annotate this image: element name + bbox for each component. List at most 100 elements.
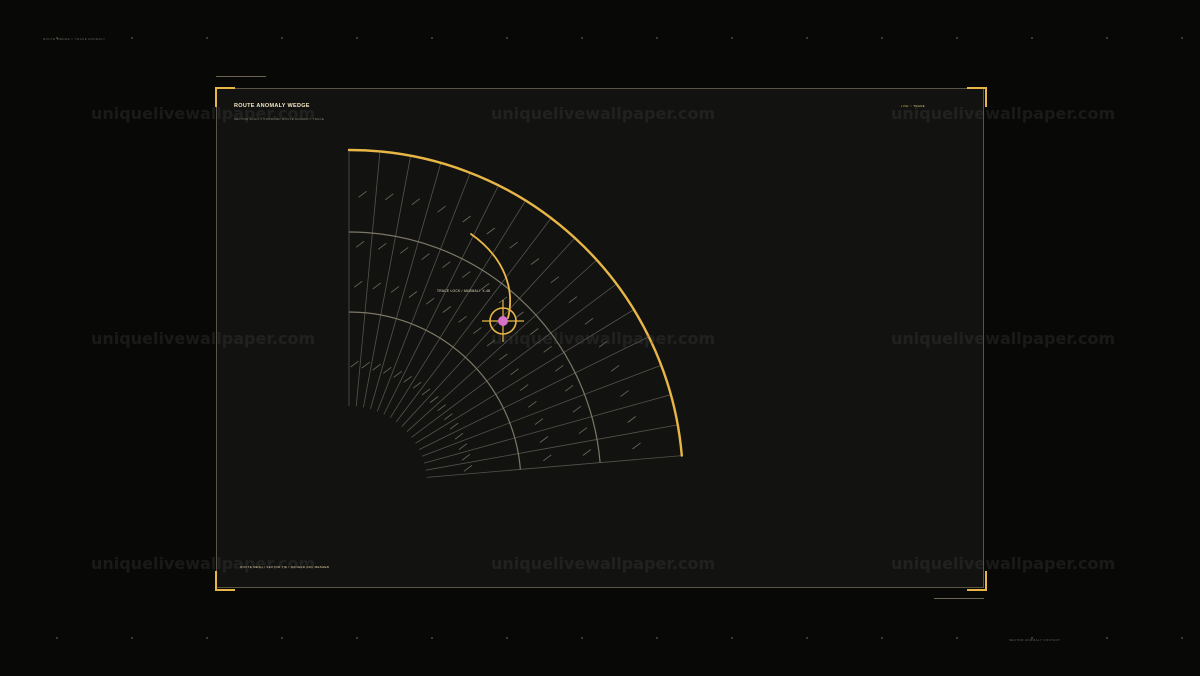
wedge-dash — [462, 215, 471, 223]
grid-dot — [1106, 37, 1108, 39]
wedge-dash — [458, 315, 467, 323]
bottom-right-label: SECTOR ANOMALY CONTACT — [1009, 638, 1061, 642]
wedge-spoke — [418, 336, 649, 450]
wedge-dash — [473, 327, 482, 334]
wedge-dash — [411, 198, 420, 206]
watermark-9: uniquelivewallpaper.com — [891, 554, 1116, 573]
wedge-dash — [449, 422, 459, 430]
watermark-4: uniquelivewallpaper.com — [91, 329, 316, 348]
anomaly-core-dot — [498, 316, 508, 326]
target-reticle[interactable] — [482, 300, 524, 342]
wedge-spokes — [348, 150, 682, 478]
wedge-dash-marks — [350, 190, 641, 472]
panel-frame — [216, 88, 984, 588]
wedge-dash — [498, 296, 508, 304]
panel-title: ROUTE ANOMALY WEDGE — [234, 103, 310, 109]
grid-dot — [806, 37, 808, 39]
grid-dot — [506, 637, 508, 639]
grid-dot — [581, 37, 583, 39]
wedge-spoke — [421, 364, 662, 457]
watermark-3: uniquelivewallpaper.com — [891, 104, 1116, 123]
wedge-spoke — [395, 217, 552, 423]
grid-dot — [281, 37, 283, 39]
top-accent-line — [216, 76, 266, 77]
wedge-dash — [509, 241, 518, 249]
wedge-dash — [515, 311, 524, 319]
wedge-dash — [358, 190, 367, 198]
grid-dot — [581, 637, 583, 639]
grid-dot — [131, 37, 133, 39]
wedge-dash — [632, 442, 641, 450]
wedge-dash — [555, 364, 564, 372]
corner-bracket-top-left — [215, 87, 235, 107]
watermark-5: uniquelivewallpaper.com — [491, 329, 716, 348]
wedge-dash — [568, 296, 578, 304]
grid-dot — [1106, 637, 1108, 639]
corner-bracket-top-right — [967, 87, 987, 107]
wedge-dash — [486, 339, 496, 347]
wedge-dash — [372, 363, 381, 371]
grid-dot — [731, 637, 733, 639]
wedge-spoke — [383, 185, 499, 415]
wedge-spoke — [426, 455, 682, 478]
grid-dot — [1181, 637, 1183, 639]
wedge-dash — [486, 227, 496, 235]
wedge-dash — [408, 291, 418, 298]
wedge-rings — [348, 231, 601, 470]
wedge-spoke — [355, 151, 381, 407]
wedge-dash — [421, 253, 430, 260]
wedge-dash — [572, 405, 582, 413]
wedge-dash — [582, 449, 592, 456]
watermark-2: uniquelivewallpaper.com — [491, 104, 716, 123]
grid-dot — [356, 637, 358, 639]
wedge-dash — [598, 340, 608, 348]
corner-bracket-bottom-right — [967, 571, 987, 591]
wedge-dash — [385, 193, 394, 201]
wedge-dash — [543, 345, 552, 353]
wedge-dash — [421, 388, 431, 396]
wedge-dash — [444, 413, 453, 421]
grid-dot — [881, 637, 883, 639]
top-left-label: ROUTE WEDGE // TRACE ANOMALY — [43, 37, 106, 41]
grid-dot — [731, 37, 733, 39]
grid-dot — [281, 637, 283, 639]
wedge-spoke — [406, 259, 598, 432]
wedge-dash — [534, 418, 544, 425]
panel-subtitle: SECTOR SCAN // FORWARD ROUTE ANOMALY TRA… — [234, 117, 325, 121]
wedge-dash — [355, 240, 365, 248]
wedge-spoke — [370, 162, 442, 410]
grid-dot — [1031, 637, 1033, 639]
wedge-dash — [354, 280, 363, 288]
wedge-dash — [530, 258, 540, 265]
wedge-spoke — [424, 394, 671, 464]
grid-dot — [506, 37, 508, 39]
grid-dot — [806, 637, 808, 639]
grid-dot — [656, 637, 658, 639]
wedge-dash — [437, 404, 446, 412]
marker-label: TRACE LOCK / ANOMALY X-48 — [437, 289, 491, 293]
wedge-dash — [539, 436, 549, 443]
grid-dot — [131, 637, 133, 639]
wedge-dash — [361, 361, 370, 369]
wedge-dash — [584, 317, 594, 325]
wedge-spoke — [411, 283, 617, 438]
wedge-spoke — [401, 237, 576, 427]
grid-dot — [956, 37, 958, 39]
wedge-dash — [499, 353, 508, 361]
grid-dot — [56, 637, 58, 639]
wedge-dash — [442, 261, 451, 269]
status-value: TRACE — [913, 104, 925, 108]
wedge-spoke — [376, 172, 471, 412]
wedge-ring-2 — [348, 311, 521, 470]
wedge-spoke — [415, 309, 635, 444]
status-separator: // — [909, 104, 913, 108]
wedge-dash — [425, 297, 435, 305]
wedge-dash — [528, 400, 537, 408]
wedge-dash — [437, 205, 446, 213]
wedge-dash — [403, 375, 412, 383]
status-indicator: LIVE // TRACE — [901, 104, 925, 108]
wedge-dash — [454, 432, 464, 440]
wedge-dash — [442, 306, 452, 313]
grid-dot — [56, 37, 58, 39]
wedge-dash — [543, 454, 552, 462]
